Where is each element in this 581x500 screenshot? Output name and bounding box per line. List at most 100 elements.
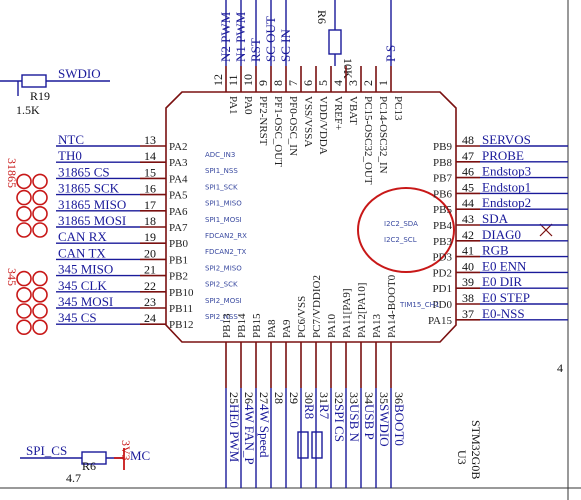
net-label[interactable]: SC IN bbox=[278, 29, 293, 62]
pin-number: 31 bbox=[317, 392, 331, 404]
net-label[interactable]: RST bbox=[248, 38, 263, 62]
pin-number: 19 bbox=[144, 230, 156, 244]
net-label[interactable]: HE0 PWM bbox=[227, 404, 242, 463]
pin-number: 44 bbox=[462, 196, 474, 210]
test-point-symbol bbox=[16, 189, 32, 206]
net-label[interactable]: 345 MISO bbox=[58, 262, 113, 277]
net-label[interactable]: E0-NSS bbox=[482, 306, 525, 321]
net-label[interactable]: SWDIO bbox=[377, 404, 392, 447]
r19-ref: R19 bbox=[30, 89, 50, 103]
net-label[interactable]: Endstop2 bbox=[482, 195, 531, 210]
alt-function: SPI2_SCK bbox=[205, 281, 238, 289]
pin-name: PC6/VSS bbox=[296, 296, 308, 338]
net-label[interactable]: 4W FAN_P bbox=[242, 404, 257, 465]
net-label[interactable]: R7 bbox=[317, 404, 332, 420]
test-point-symbol bbox=[16, 319, 32, 336]
net-label[interactable]: USB P bbox=[362, 404, 377, 440]
pin-number: 18 bbox=[144, 214, 156, 228]
net-label[interactable]: RGB bbox=[482, 243, 509, 258]
net-label[interactable]: N2 PWM bbox=[218, 11, 233, 62]
r6b-ref: R6 bbox=[82, 459, 96, 473]
net-label[interactable]: E0 STEP bbox=[482, 290, 530, 305]
net-label[interactable]: NTC bbox=[58, 132, 84, 147]
net-label[interactable]: 31865 MISO bbox=[58, 197, 126, 212]
pin-number: 33 bbox=[347, 392, 361, 404]
net-label[interactable]: TH0 bbox=[58, 148, 82, 163]
test-point-symbol bbox=[16, 222, 32, 238]
net-label[interactable]: 31865 CS bbox=[58, 164, 110, 179]
left-group-345: 345 bbox=[5, 268, 19, 286]
pin-name: PB14 bbox=[236, 313, 248, 338]
pin-number: 7 bbox=[286, 80, 300, 86]
test-point-symbol bbox=[32, 319, 48, 336]
net-label[interactable]: 4W Speed bbox=[257, 404, 272, 458]
pin-number: 23 bbox=[144, 295, 156, 309]
highlight-circle bbox=[357, 187, 455, 273]
net-label[interactable]: CAN RX bbox=[58, 229, 107, 244]
pin-number: 42 bbox=[462, 228, 474, 242]
net-label[interactable]: 31865 SCK bbox=[58, 181, 120, 196]
r8-resistor[interactable] bbox=[297, 431, 309, 459]
net-label[interactable]: Endstop3 bbox=[482, 164, 531, 179]
pin-number: 30 bbox=[302, 392, 316, 404]
pin-name: PC7/VDDIO2 bbox=[311, 275, 323, 338]
net-label[interactable]: P S bbox=[383, 45, 398, 62]
pin-number: 11 bbox=[226, 74, 240, 86]
spi-cs-label: SPI_CS bbox=[26, 443, 67, 458]
pin-number: 41 bbox=[462, 244, 474, 258]
pin-name: PA5 bbox=[169, 190, 188, 202]
pin-number: 32 bbox=[332, 392, 346, 404]
r6-resistor[interactable] bbox=[328, 29, 342, 55]
pin-name: PB1 bbox=[169, 254, 188, 266]
net-label[interactable]: 345 CLK bbox=[58, 278, 107, 293]
net-label[interactable]: SERVOS bbox=[482, 132, 531, 147]
pin-name: PB4 bbox=[433, 220, 452, 232]
net-label[interactable]: PROBE bbox=[482, 148, 524, 163]
net-label[interactable]: BOOT0 bbox=[392, 404, 407, 446]
r19-value: 1.5K bbox=[16, 103, 40, 117]
net-label[interactable]: SDA bbox=[482, 211, 509, 226]
net-label[interactable]: E0 ENN bbox=[482, 258, 527, 273]
pin-name: PD2 bbox=[432, 267, 452, 279]
bottom-resistors bbox=[297, 431, 323, 459]
pin-name: PB8 bbox=[433, 157, 452, 169]
pin-name: PB0 bbox=[169, 238, 188, 250]
alt-function: FDCAN2_RX bbox=[205, 232, 247, 240]
pin-name: PA15 bbox=[428, 315, 453, 327]
test-point-symbol bbox=[32, 173, 48, 190]
net-label[interactable]: SC OUT bbox=[263, 16, 278, 62]
net-label[interactable]: Endstop1 bbox=[482, 179, 531, 194]
net-label[interactable]: 31865 MOSI bbox=[58, 213, 126, 228]
net-label[interactable]: 345 CS bbox=[58, 310, 97, 325]
r7-resistor[interactable] bbox=[311, 431, 323, 459]
alt-function: SPI1_NSS bbox=[205, 167, 238, 175]
net-label[interactable]: R8 bbox=[302, 404, 317, 419]
pin-number: 4 bbox=[331, 80, 345, 86]
chip-ref: U3 bbox=[455, 450, 469, 465]
net-label[interactable]: N1 PWM bbox=[233, 11, 248, 62]
test-point-symbol bbox=[16, 286, 32, 303]
pin-number: 29 bbox=[287, 392, 301, 404]
net-label[interactable]: 345 MOSI bbox=[58, 294, 113, 309]
net-label[interactable]: CAN TX bbox=[58, 245, 106, 260]
alt-function: FDCAN2_TX bbox=[205, 248, 247, 256]
pin-name: PF2-NRST bbox=[257, 96, 269, 146]
net-label[interactable]: DIAG0 bbox=[482, 227, 521, 242]
no-connect-mark bbox=[539, 223, 553, 237]
r19-resistor[interactable] bbox=[21, 74, 47, 88]
pin-number: 12 bbox=[211, 74, 225, 86]
net-label[interactable]: E0 DIR bbox=[482, 274, 522, 289]
pin-number: 39 bbox=[462, 275, 474, 289]
test-point-symbol bbox=[32, 286, 48, 303]
pin-name: PD0 bbox=[432, 299, 452, 311]
net-label[interactable]: SPI CS bbox=[332, 404, 347, 442]
net-label[interactable]: USB N bbox=[347, 404, 362, 443]
pin-name: PA0 bbox=[242, 96, 254, 115]
pin-number: 40 bbox=[462, 259, 474, 273]
pin-number: 26 bbox=[242, 392, 256, 404]
pin-name: PD3 bbox=[432, 252, 452, 264]
swdio-label: SWDIO bbox=[58, 66, 101, 81]
pin-name: VREF+ bbox=[332, 96, 344, 130]
